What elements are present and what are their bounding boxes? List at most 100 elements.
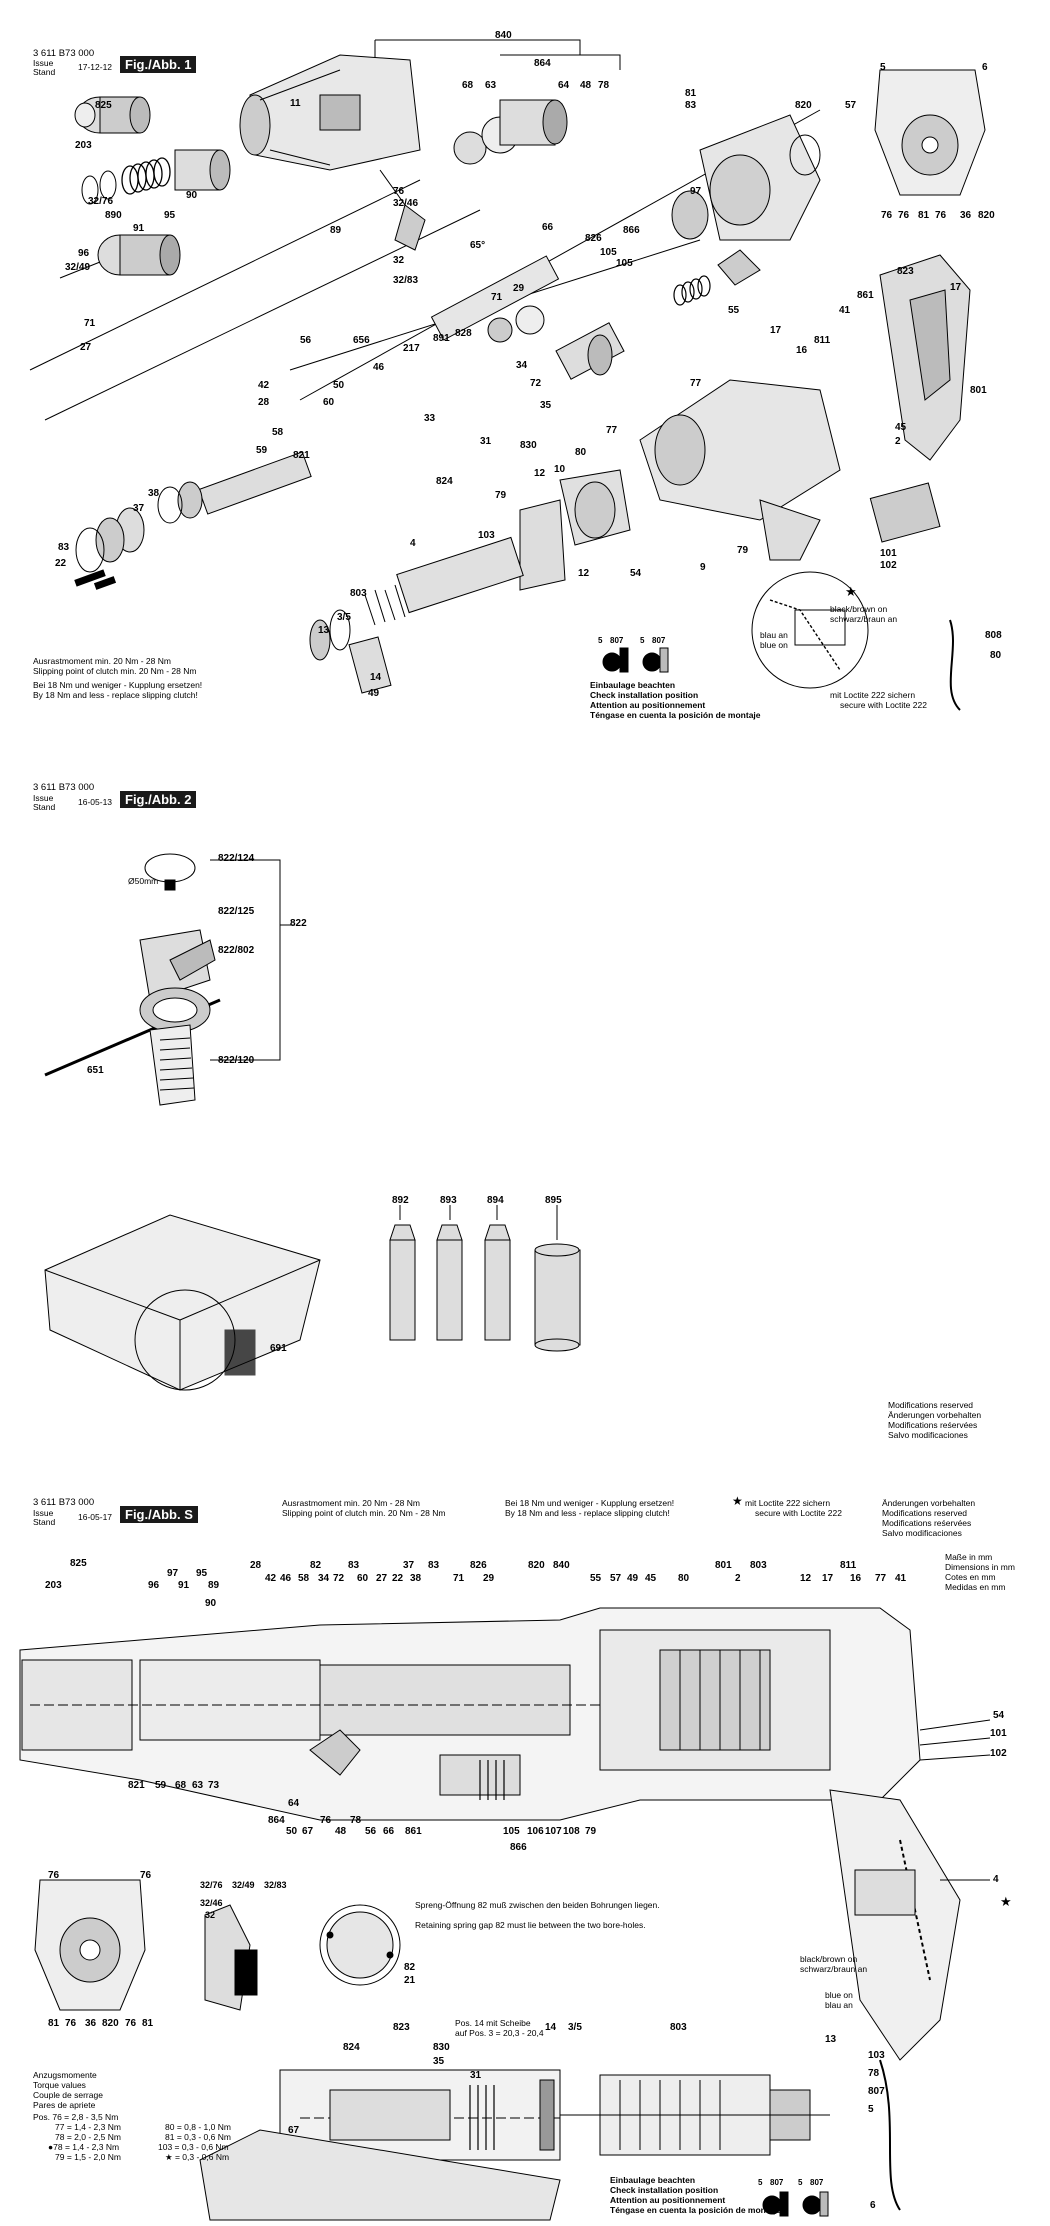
part-label: 81 [685, 88, 697, 99]
part-label: 89 [208, 1580, 220, 1591]
brush-label-5: 5 [758, 2178, 763, 2187]
part-label: 32/83 [264, 1880, 287, 1890]
part-label: 12 [578, 568, 590, 579]
part-label: 80 [575, 447, 587, 458]
part-label: 72 [530, 378, 542, 389]
part-label: 861 [405, 1826, 422, 1837]
part-label: 217 [403, 343, 420, 354]
part-label: 90 [186, 190, 198, 201]
install-note-fr: Attention au positionnement [590, 700, 706, 710]
torque-row: ●78 = 1,4 - 2,3 Nm [48, 2142, 120, 2152]
part-label: 96 [78, 248, 90, 259]
diameter-note: Ø50mm [128, 876, 159, 886]
part-label: 101 [990, 1728, 1007, 1739]
torque-row: 81 = 0,3 - 0,6 Nm [165, 2132, 231, 2142]
brush-label-5b: 5 [798, 2178, 803, 2187]
mods-note-de: Änderungen vorbehalten [888, 1410, 982, 1420]
dims-note-fr: Cotes en mm [945, 1572, 996, 1582]
mods-note-de: Änderungen vorbehalten [882, 1498, 976, 1508]
spring-note-en: Retaining spring gap 82 must lie between… [415, 1920, 646, 1930]
part-label: 72 [333, 1573, 345, 1584]
part-label: 3/5 [337, 612, 351, 623]
part-label: 46 [373, 362, 385, 373]
part-label: 823 [897, 266, 914, 277]
part-label: 893 [440, 1195, 457, 1206]
part-label: 95 [196, 1568, 208, 1579]
stand-label: Stand [33, 67, 56, 77]
part-label: 78 [598, 80, 610, 91]
part-label: 37 [403, 1560, 415, 1571]
part-label: 79 [585, 1826, 597, 1837]
part-label: 77 [690, 378, 702, 389]
spring-note-de: Spreng-Öffnung 82 muß zwischen den beide… [415, 1900, 660, 1910]
wire-note-blue-de: blau an [825, 2000, 853, 2010]
loctite-note-en: secure with Loctite 222 [840, 700, 927, 710]
install-note-en: Check installation position [590, 690, 699, 700]
part-label: 66 [542, 222, 554, 233]
torque-title-de: Anzugsmomente [33, 2070, 97, 2080]
part-label: 89 [330, 225, 342, 236]
part-label: 38 [148, 488, 160, 499]
part-label: 59 [256, 445, 268, 456]
part-label: 32/49 [65, 262, 91, 273]
part-label: 4 [993, 1874, 999, 1885]
part-label: 22 [55, 558, 67, 569]
part-label: 106 [527, 1826, 544, 1837]
part-label: 49 [368, 688, 380, 699]
torque-note-de: Ausrastmoment min. 20 Nm - 28 Nm [282, 1498, 420, 1508]
part-label: 90 [205, 1598, 217, 1609]
part-label: 13 [825, 2034, 837, 2045]
part-label: 10 [554, 464, 566, 475]
loctite-note-de: mit Loctite 222 sichern [745, 1498, 831, 1508]
part-label: 822/120 [218, 1055, 255, 1066]
part-label: 32/83 [393, 275, 419, 286]
torque-title-fr: Couple de serrage [33, 2090, 103, 2100]
part-label: 64 [558, 80, 570, 91]
part-label: 14 [545, 2022, 557, 2033]
part-label: 103 [478, 530, 495, 541]
clutch-note-en: By 18 Nm and less - replace slipping clu… [505, 1508, 670, 1518]
part-label: 866 [510, 1842, 527, 1853]
part-label: 830 [520, 440, 537, 451]
exploded-view-1 [29, 39, 986, 711]
issue-date: 16-05-17 [78, 1512, 113, 1522]
part-label: 28 [250, 1560, 262, 1571]
part-label: 64 [288, 1798, 300, 1809]
part-label: 55 [590, 1573, 602, 1584]
part-label: 32 [205, 1910, 216, 1920]
mods-note-en: Modifications reserved [882, 1508, 968, 1518]
part-label: 76 [935, 210, 947, 221]
part-label: 890 [105, 210, 122, 221]
part-label: 80 [990, 650, 1002, 661]
part-label: 801 [715, 1560, 732, 1571]
part-label: 80 [678, 1573, 690, 1584]
part-label: 822/124 [218, 853, 255, 864]
part-label: 76 [125, 2018, 137, 2029]
loctite-note-en: secure with Loctite 222 [755, 1508, 842, 1518]
part-label: 54 [993, 1710, 1005, 1721]
part-label: 76 [48, 1870, 60, 1881]
part-label: 48 [580, 80, 592, 91]
part-label: 13 [318, 625, 330, 636]
part-label: 34 [318, 1573, 330, 1584]
part-label: 861 [857, 290, 874, 301]
part-label: 77 [606, 425, 618, 436]
part-label: 57 [845, 100, 857, 111]
torque-note-en: Slipping point of clutch min. 20 Nm - 28… [282, 1508, 446, 1518]
part-label: 803 [350, 588, 367, 599]
part-label: 825 [70, 1558, 87, 1569]
mods-note-es: Salvo modificaciones [882, 1528, 962, 1538]
part-label: 79 [495, 490, 507, 501]
part-label: 78 [868, 2068, 880, 2079]
part-label: 63 [485, 80, 497, 91]
figure-label: Fig./Abb. S [120, 1506, 198, 1523]
torque-note-de: Ausrastmoment min. 20 Nm - 28 Nm [33, 656, 171, 666]
install-note-es: Téngase en cuenta la posición de montaje [610, 2205, 781, 2215]
issue-label: Issue [33, 58, 54, 68]
part-label: 12 [800, 1573, 812, 1584]
part-label: 824 [436, 476, 453, 487]
part-label: 58 [272, 427, 284, 438]
install-note-de: Einbaulage beachten [590, 680, 676, 690]
part-label: 32/46 [200, 1898, 223, 1908]
star-icon: ★ [732, 1494, 743, 1508]
